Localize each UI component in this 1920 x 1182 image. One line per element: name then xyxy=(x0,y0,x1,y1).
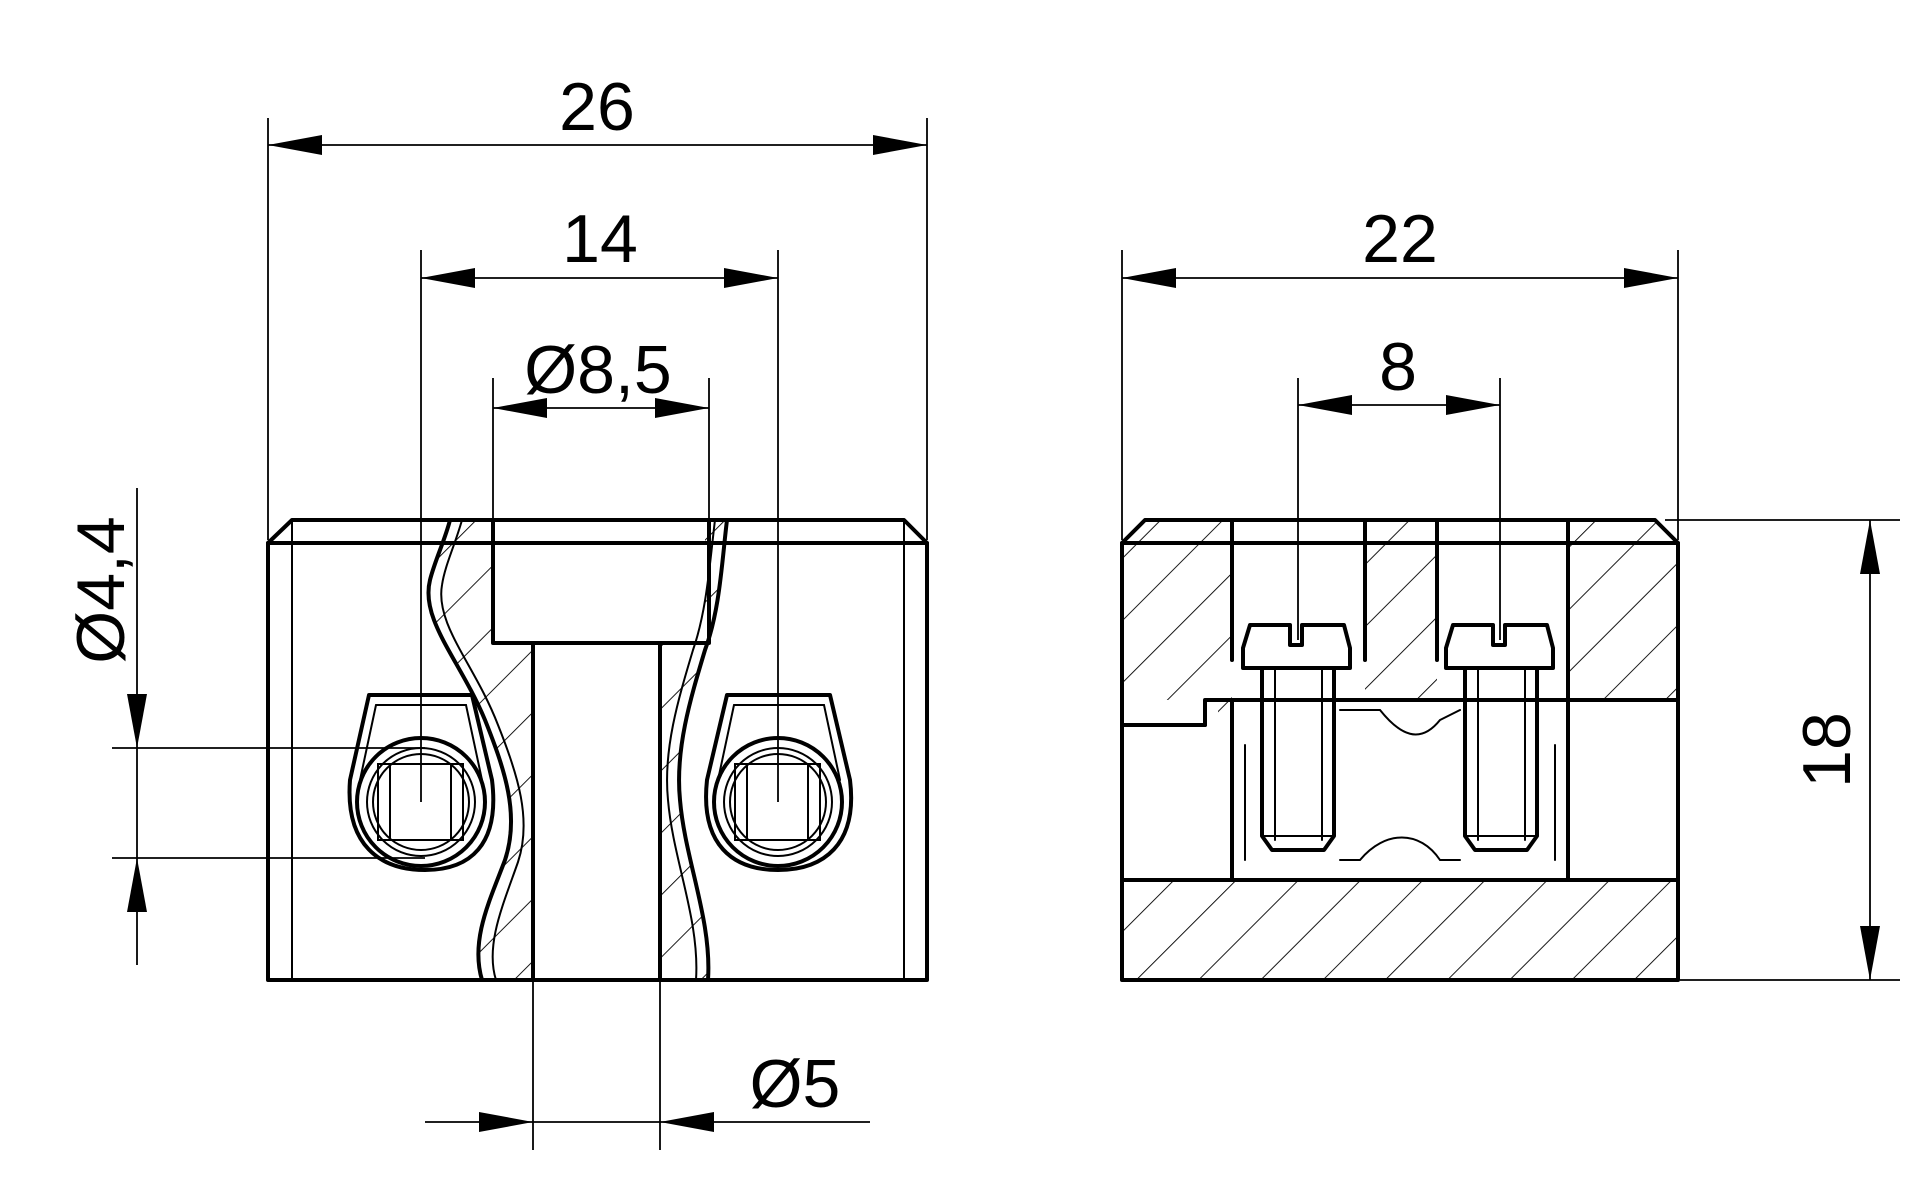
front-break-line-left xyxy=(426,518,514,982)
dim-screw-spacing-side: 8 xyxy=(1297,329,1501,640)
front-break-line-right-2 xyxy=(666,519,716,981)
dim-through-hole-diameter-label: Ø5 xyxy=(750,1046,841,1122)
dim-screw-spacing-front: 14 xyxy=(420,201,779,802)
side-hatch-right-block xyxy=(1568,520,1678,700)
front-section-right-hatch xyxy=(660,520,727,980)
dim-overall-width-label: 26 xyxy=(559,69,635,145)
dim-through-hole-diameter: Ø5 xyxy=(425,980,870,1150)
side-right-slot xyxy=(1437,520,1568,700)
side-hatch-mid-block xyxy=(1365,520,1437,700)
side-view: 22 8 18 xyxy=(1120,201,1900,982)
dim-bore-diameter-label: Ø8,5 xyxy=(524,332,671,408)
side-left-screw xyxy=(1241,623,1352,852)
front-view: 26 14 Ø8,5 Ø4,4 xyxy=(63,69,929,1150)
dim-bore-diameter: Ø8,5 xyxy=(492,332,710,520)
dim-wire-entry-diameter-label: Ø4,4 xyxy=(63,516,139,663)
dim-screw-spacing-front-label: 14 xyxy=(562,201,638,277)
side-right-screw xyxy=(1444,623,1555,852)
dim-height-label: 18 xyxy=(1789,712,1865,788)
dim-height: 18 xyxy=(1665,519,1900,981)
side-clamp-contour-bottom xyxy=(1339,836,1461,861)
front-break-line-right xyxy=(677,518,729,982)
dim-overall-depth: 22 xyxy=(1121,201,1679,540)
side-wire-channel xyxy=(1232,700,1568,880)
side-hatch-left-block xyxy=(1122,520,1232,730)
dim-overall-depth-label: 22 xyxy=(1362,201,1438,277)
counterbore-bore xyxy=(491,518,711,645)
dim-wire-entry-diameter: Ø4,4 xyxy=(63,488,425,965)
side-wire-clamp-box xyxy=(1230,698,1570,882)
front-break-line-left-2 xyxy=(440,519,525,981)
dim-overall-width: 26 xyxy=(267,69,928,540)
dim-screw-spacing-side-label: 8 xyxy=(1379,329,1417,405)
side-hatch-bottom-block xyxy=(1122,880,1678,980)
side-clamp-contour-top xyxy=(1339,709,1461,736)
side-left-step-2 xyxy=(1203,698,1234,727)
right-wire-entry-outline xyxy=(704,693,854,872)
front-section-left-hatch xyxy=(428,520,533,980)
